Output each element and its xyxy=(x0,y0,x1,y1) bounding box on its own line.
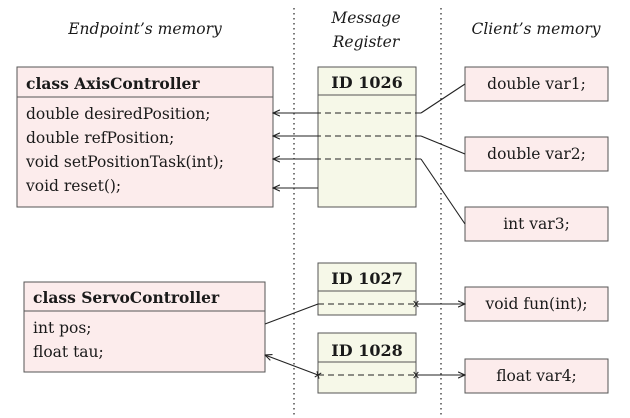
client-var-label: void fun(int); xyxy=(484,295,587,313)
link-var2-solid xyxy=(420,135,466,155)
register-id: ID 1026 xyxy=(331,73,402,92)
class-member: double refPosition; xyxy=(26,129,174,147)
client-var-var2: double var2; xyxy=(464,136,609,172)
register-box xyxy=(317,262,417,316)
class-member: void reset(); xyxy=(25,177,121,195)
register-1027: ID 1027 xyxy=(317,262,417,316)
client-var-label: float var4; xyxy=(496,367,577,385)
register-box xyxy=(317,332,417,394)
class-member: void setPositionTask(int); xyxy=(25,153,224,171)
client-var-box xyxy=(464,206,609,242)
client-var-fun: void fun(int); xyxy=(464,286,609,322)
register-box xyxy=(317,66,417,208)
register-id: ID 1028 xyxy=(331,341,402,360)
class-box xyxy=(16,66,274,208)
class-member: double desiredPosition; xyxy=(26,105,211,123)
endpoint-memory-header: Endpoint’s memory xyxy=(67,20,222,38)
link-var1-solid xyxy=(420,83,466,114)
class-member: int pos; xyxy=(33,319,92,337)
message-register-header-line1: Message xyxy=(330,9,400,27)
class-servo-controller: class ServoController int pos; float tau… xyxy=(23,281,266,373)
client-var-label: double var2; xyxy=(487,145,586,163)
link-var3-solid xyxy=(420,158,466,225)
message-register-header-line2: Register xyxy=(332,33,401,51)
link-pos-solid xyxy=(264,303,319,325)
client-var-label: double var1; xyxy=(487,75,586,93)
register-id: ID 1027 xyxy=(331,269,402,288)
register-1026: ID 1026 xyxy=(317,66,417,208)
client-var-box xyxy=(464,358,609,394)
client-memory-header: Client’s memory xyxy=(471,20,600,38)
class-title: class AxisController xyxy=(26,74,200,93)
class-box xyxy=(23,281,266,373)
client-var-label: int var3; xyxy=(503,215,570,233)
class-axis-controller: class AxisController double desiredPosit… xyxy=(16,66,274,208)
client-var-var4: float var4; xyxy=(464,358,609,394)
client-var-var1: double var1; xyxy=(464,66,609,102)
class-title: class ServoController xyxy=(33,288,220,307)
client-var-var3: int var3; xyxy=(464,206,609,242)
register-1028: ID 1028 xyxy=(317,332,417,394)
client-var-box xyxy=(464,286,609,322)
class-member: float tau; xyxy=(33,343,104,361)
connections xyxy=(264,83,466,375)
link-tau-solid xyxy=(265,355,318,375)
